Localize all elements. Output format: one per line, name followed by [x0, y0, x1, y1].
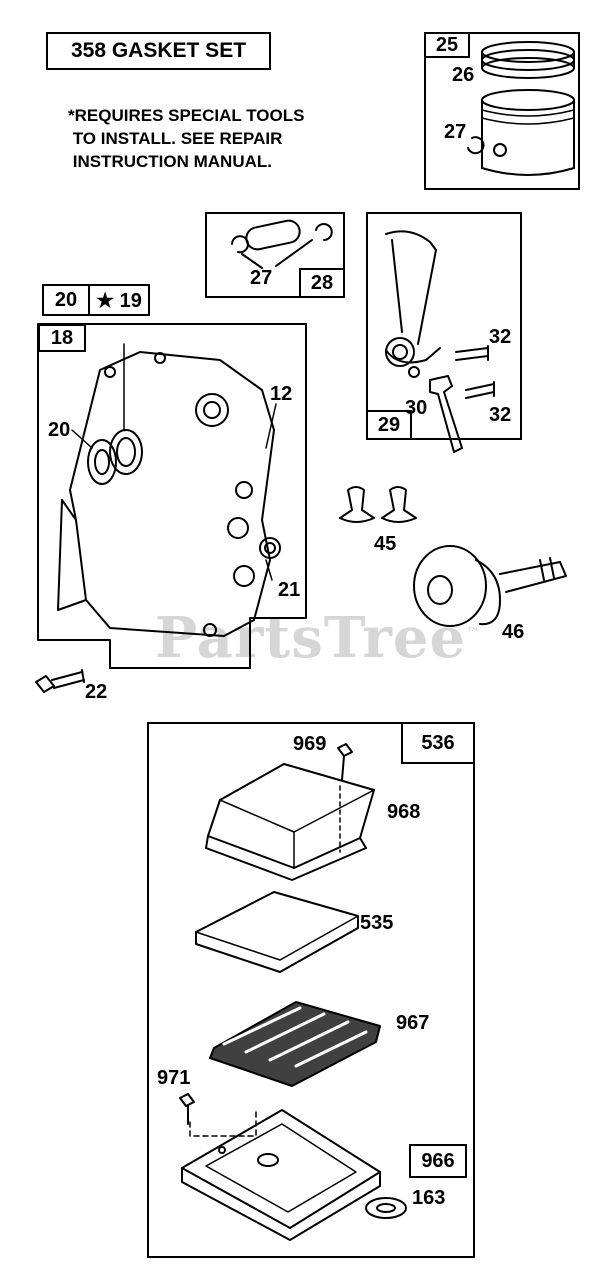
callout-12[interactable]: 12: [270, 383, 293, 405]
camshaft-drawing: [413, 545, 567, 627]
crankcase-cover-frame: [37, 323, 307, 669]
tappets-drawing: [339, 486, 417, 523]
piston-rings-drawing: [481, 41, 575, 79]
special-tools-note: *REQUIRES SPECIAL TOOLS TO INSTALL. SEE …: [68, 106, 305, 171]
piston-pin-frame: [205, 212, 345, 298]
piston-drawing: [481, 89, 575, 176]
gasket-163-drawing: [365, 1197, 407, 1219]
callout-535[interactable]: 535: [360, 912, 394, 934]
gasket-20-tag[interactable]: 20: [42, 284, 90, 316]
connecting-rod-tag[interactable]: 29: [366, 410, 412, 440]
callout-969[interactable]: 969: [293, 733, 327, 755]
piston-pin-drawing: [231, 219, 333, 269]
callout-22[interactable]: 22: [85, 681, 108, 703]
breather-gasket-tag[interactable]: 966: [409, 1144, 467, 1178]
callout-32-bottom[interactable]: 32: [489, 404, 512, 426]
watermark: PartsTree™: [155, 605, 482, 671]
crankcase-cover-drawing: [57, 343, 281, 637]
callout-21[interactable]: 21: [278, 579, 301, 601]
screw-969-drawing: [337, 743, 353, 853]
breather-cover-drawing: [205, 763, 375, 881]
gasket-set-title: 358 GASKET SET: [46, 32, 271, 70]
callout-30[interactable]: 30: [405, 397, 428, 419]
callout-46[interactable]: 46: [502, 621, 525, 643]
breather-frame: [147, 722, 475, 1258]
callout-32-top[interactable]: 32: [489, 326, 512, 348]
connecting-rod-drawing: [385, 230, 495, 453]
callout-163[interactable]: 163: [412, 1187, 446, 1209]
callout-968[interactable]: 968: [387, 801, 421, 823]
gasket-19-tag[interactable]: ★ 19: [88, 284, 150, 316]
screw-971-drawing: [179, 1093, 257, 1137]
breather-tag[interactable]: 536: [401, 722, 475, 764]
ring-set-frame: [424, 32, 580, 190]
callout-967[interactable]: 967: [396, 1012, 430, 1034]
breather-element-drawing: [209, 1001, 381, 1087]
screw-22-drawing: [35, 669, 85, 693]
piston-pin-tag[interactable]: 28: [299, 268, 345, 298]
callout-45[interactable]: 45: [374, 533, 397, 555]
callout-26[interactable]: 26: [452, 64, 475, 86]
ring-set-tag[interactable]: 25: [424, 32, 470, 58]
callout-20-seal[interactable]: 20: [48, 419, 71, 441]
callout-27-pin[interactable]: 27: [250, 267, 273, 289]
breather-body-drawing: [181, 1109, 381, 1241]
connecting-rod-frame: [366, 212, 522, 440]
callout-27-piston[interactable]: 27: [444, 121, 467, 143]
callout-971[interactable]: 971: [157, 1067, 191, 1089]
breather-filter-drawing: [195, 891, 359, 973]
retainer-clip-piston: [467, 136, 485, 155]
